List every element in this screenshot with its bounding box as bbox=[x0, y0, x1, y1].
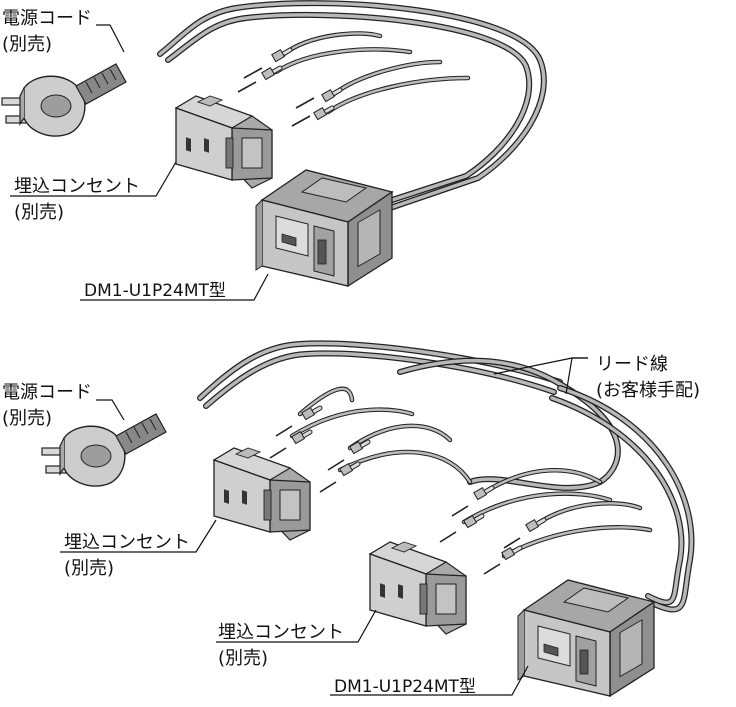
bottom-receptacle-b bbox=[369, 541, 467, 635]
top-power-cord-note: (別売) bbox=[2, 34, 52, 55]
diagram-top: 電源コード (別売) 埋込コンセント (別売) DM1-U1P24MT型 bbox=[1, 0, 547, 301]
bottom-ferrules bbox=[269, 408, 544, 575]
top-power-plug bbox=[1, 63, 127, 137]
bottom-power-plug bbox=[41, 413, 167, 487]
top-model-label: DM1-U1P24MT型 bbox=[84, 281, 226, 301]
bottom-dm1-unit bbox=[517, 579, 655, 697]
bottom-receptacle-b-note: (別売) bbox=[218, 648, 268, 669]
diagram-bottom: 電源コード (別売) リード線 (お客様手配) 埋込コンセント (別売) 埋込コ… bbox=[2, 340, 700, 697]
top-leaders bbox=[10, 24, 269, 301]
lead-wire-note: (お客様手配) bbox=[596, 380, 700, 401]
top-power-cord-label: 電源コード bbox=[2, 8, 92, 29]
top-receptacle-note: (別売) bbox=[14, 202, 64, 223]
bottom-leaders bbox=[60, 357, 588, 696]
top-ferrules bbox=[237, 50, 340, 127]
bottom-wires bbox=[197, 340, 695, 613]
lead-wire-label: リード線 bbox=[596, 354, 668, 375]
top-wires bbox=[157, 0, 547, 211]
top-receptacle-label: 埋込コンセント bbox=[14, 176, 140, 197]
bottom-receptacle-a-note: (別売) bbox=[64, 558, 114, 579]
bottom-power-cord-label: 電源コード bbox=[2, 382, 92, 403]
top-dm1-unit bbox=[255, 169, 393, 287]
bottom-receptacle-a-label: 埋込コンセント bbox=[64, 532, 190, 553]
top-receptacle bbox=[175, 95, 273, 189]
bottom-model-label: DM1-U1P24MT型 bbox=[334, 677, 476, 697]
bottom-receptacle-b-label: 埋込コンセント bbox=[218, 622, 344, 643]
bottom-power-cord-note: (別売) bbox=[2, 408, 52, 429]
bottom-receptacle-a bbox=[213, 447, 311, 541]
